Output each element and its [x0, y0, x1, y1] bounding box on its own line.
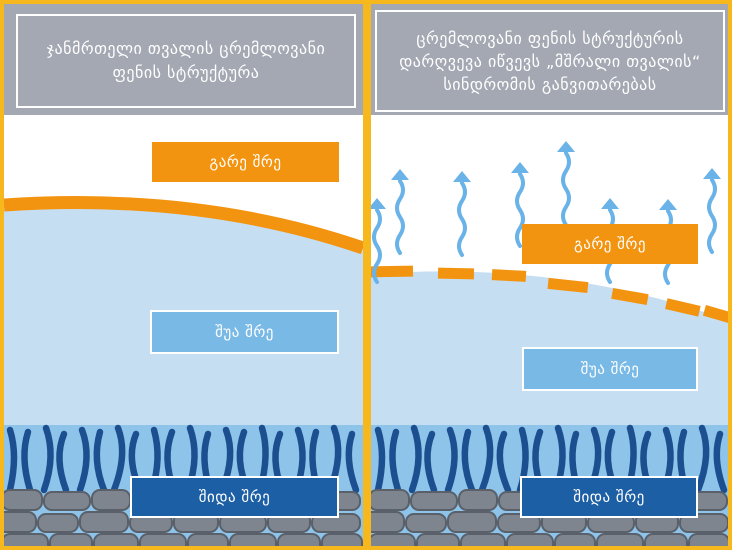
left-panel-title: ჯანმრთელი თვალის ცრემლოვანი ფენის სტრუქტ…: [16, 14, 356, 108]
right-panel-title: ცრემლოვანი ფენის სტრუქტურის დარღვევა იწვ…: [375, 10, 725, 112]
left-title-box: ჯანმრთელი თვალის ცრემლოვანი ფენის სტრუქტ…: [4, 4, 363, 115]
right-outer-layer-label: გარე შრე: [522, 224, 698, 264]
outer-layer-line: [4, 196, 363, 255]
right-inner-layer-label: შიდა შრე: [520, 476, 698, 518]
right-title-box: ცრემლოვანი ფენის სტრუქტურის დარღვევა იწვ…: [371, 4, 728, 115]
left-middle-layer-label: შუა შრე: [150, 310, 339, 354]
left-outer-layer-label: გარე შრე: [152, 142, 339, 182]
right-middle-layer-label: შუა შრე: [522, 347, 698, 391]
broken-outer-layer: [371, 265, 728, 324]
left-inner-layer-label: შიდა შრე: [130, 476, 339, 518]
